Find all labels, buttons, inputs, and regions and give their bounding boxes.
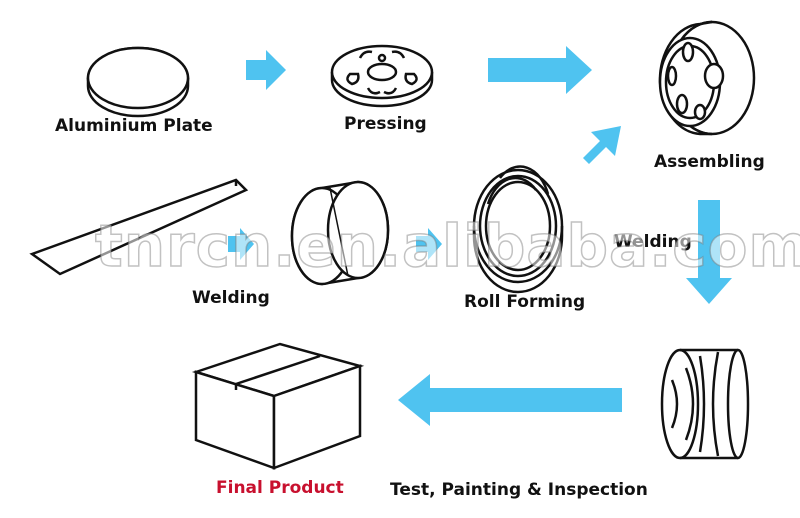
watermark-text: tnrcn.en.alibaba.com xyxy=(94,211,800,281)
assembled-wheel-icon xyxy=(658,20,756,136)
arrow-to-welding-ring xyxy=(228,228,254,260)
finished-wheel-side-icon xyxy=(660,348,750,460)
label-roll-forming: Roll Forming xyxy=(464,292,586,312)
aluminium-plate-icon xyxy=(86,46,190,118)
arrow-to-final-product xyxy=(398,374,622,426)
label-pressing: Pressing xyxy=(344,114,427,134)
label-assembling: Assembling xyxy=(654,152,765,172)
arrow-pressing-to-assembling xyxy=(488,46,592,94)
label-aluminium-plate: Aluminium Plate xyxy=(55,116,213,136)
roll-formed-rim-icon xyxy=(472,165,564,294)
label-final-product: Final Product xyxy=(216,478,344,498)
flow-arrows xyxy=(228,46,732,426)
cardboard-box-icon xyxy=(191,342,365,470)
aluminium-strip-icon xyxy=(29,178,249,276)
pressed-disc-icon xyxy=(330,44,434,108)
arrow-to-roll-forming xyxy=(416,228,442,260)
arrow-plate-to-pressing xyxy=(246,50,286,90)
arrow-to-assembling xyxy=(583,126,621,164)
label-welding-left: Welding xyxy=(192,288,270,308)
welded-ring-icon xyxy=(290,180,390,286)
label-test-painting-inspection: Test, Painting & Inspection xyxy=(390,480,648,500)
label-welding-right: Welding xyxy=(614,232,692,252)
arrow-assembling-down xyxy=(686,200,732,304)
